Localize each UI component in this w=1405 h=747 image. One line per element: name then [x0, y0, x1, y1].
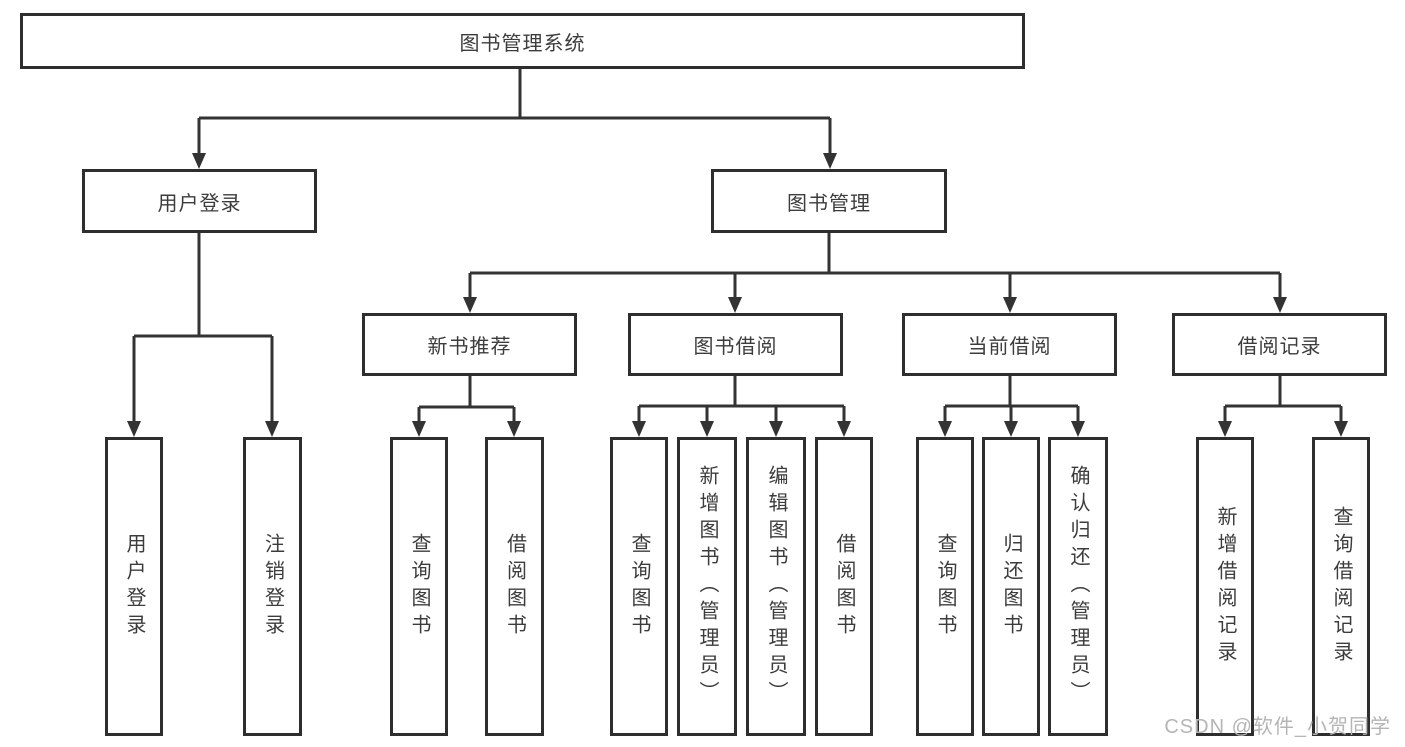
node-label: 图书管理系统: [459, 32, 586, 55]
node-edit-books-admin: 编辑图书（管理员）: [746, 437, 806, 736]
node-add-books-admin: 新增图书（管理员）: [677, 437, 737, 736]
node-logout: 注销登录: [243, 437, 302, 736]
node-library-system: 图书管理系统: [20, 13, 1025, 69]
node-label: 新增图书（管理员）: [696, 465, 718, 708]
node-confirm-return-admin: 确认归还（管理员）: [1048, 437, 1108, 736]
node-label: 图书借阅: [693, 336, 778, 358]
node-label: 新书推荐: [427, 336, 512, 358]
node-query-books-recommend: 查询图书: [390, 437, 448, 736]
node-return-books: 归还图书: [982, 437, 1040, 736]
node-label: 借阅图书: [503, 532, 526, 641]
node-book-borrowing: 图书借阅: [628, 313, 843, 376]
node-current-borrowing: 当前借阅: [902, 313, 1117, 376]
node-borrow-books-leaf: 借阅图书: [815, 437, 873, 736]
node-label: 借阅图书: [833, 532, 855, 641]
node-label: 归还图书: [1000, 532, 1022, 641]
node-user-login: 用户登录: [82, 169, 317, 233]
node-label: 图书管理: [787, 192, 871, 215]
node-label: 用户登录: [157, 192, 242, 215]
csdn-watermark: CSDN @软件_小贺同学: [1164, 716, 1391, 738]
node-label: 查询借阅记录: [1330, 505, 1352, 668]
node-query-borrow-record: 查询借阅记录: [1312, 437, 1370, 736]
node-label: 当前借阅: [967, 336, 1052, 358]
node-add-borrow-record: 新增借阅记录: [1196, 437, 1254, 736]
node-label: 新增借阅记录: [1214, 505, 1236, 668]
node-label: 借阅记录: [1237, 336, 1322, 358]
node-label: 查询图书: [934, 532, 956, 641]
node-new-book-recommend: 新书推荐: [362, 313, 577, 376]
node-label: 查询图书: [408, 532, 430, 641]
node-borrow-books-recommend: 借阅图书: [485, 437, 544, 736]
node-label: 用户登录: [123, 532, 145, 641]
node-label: 编辑图书（管理员）: [765, 465, 787, 708]
node-user-login-leaf: 用户登录: [105, 437, 163, 736]
node-query-books-current: 查询图书: [916, 437, 974, 736]
node-borrowing-records: 借阅记录: [1172, 313, 1387, 376]
node-label: 注销登录: [261, 532, 284, 641]
node-query-books-borrow: 查询图书: [610, 437, 668, 736]
node-label: 查询图书: [628, 532, 650, 641]
node-label: 确认归还（管理员）: [1067, 465, 1089, 708]
node-book-management: 图书管理: [711, 169, 947, 233]
